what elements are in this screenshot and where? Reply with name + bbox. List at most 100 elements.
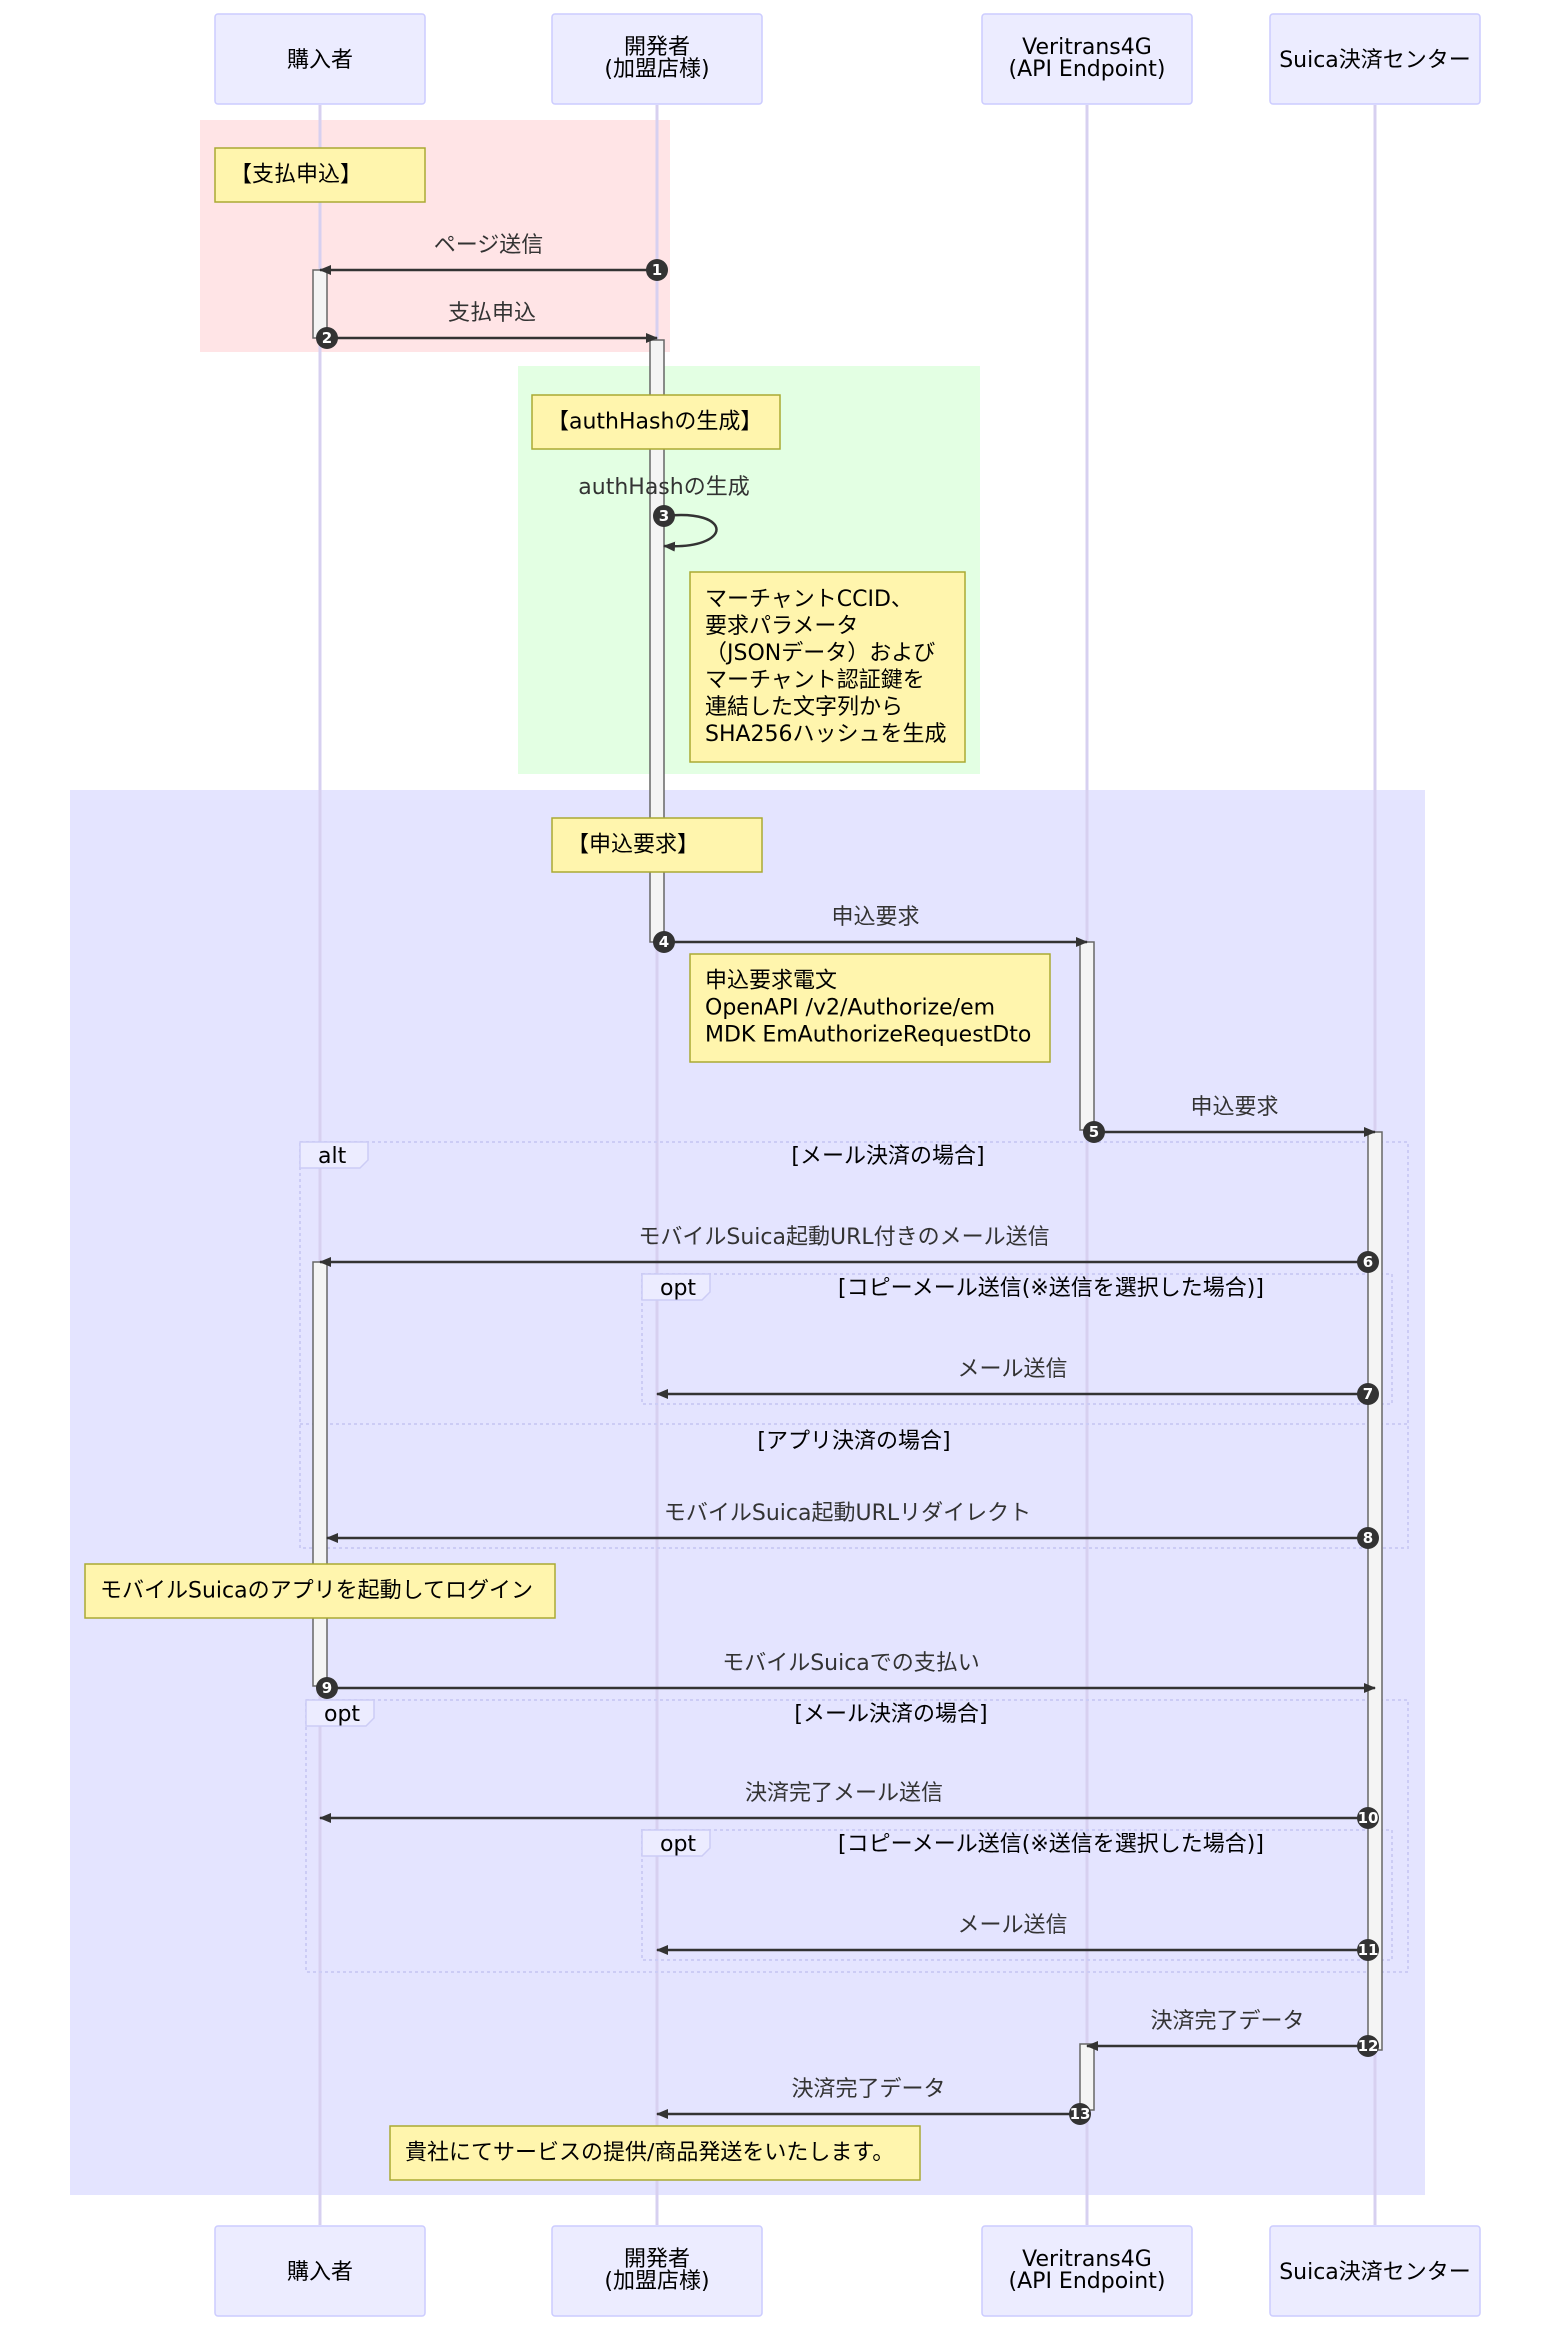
message-arrow [663, 513, 718, 552]
sequence-number-badge [1357, 1527, 1379, 1549]
note-text: マーチャント認証鍵を [705, 668, 925, 693]
frame-tag [641, 1829, 711, 1857]
frame-type-label: opt [660, 1276, 696, 1301]
actor-suica-bottom: Suica決済センター [1269, 2225, 1481, 2317]
sequence-number-badge [653, 931, 675, 953]
note-box [689, 571, 966, 763]
message-label: メール送信 [957, 1357, 1067, 1382]
note-login: モバイルSuicaのアプリを起動してログイン [84, 1563, 556, 1619]
message-label: 決済完了データ [1150, 2009, 1304, 2034]
note-box [551, 817, 763, 873]
frame-type-label: opt [324, 1702, 360, 1727]
frame-condition: [メール決済の場合] [794, 1702, 987, 1727]
note-box [531, 394, 781, 450]
sequence-number-badge [1357, 1251, 1379, 1273]
sequence-number: 3 [659, 507, 669, 525]
actor-box [551, 2225, 763, 2317]
actor-label: 購入者 [287, 48, 353, 73]
sequence-number: 5 [1089, 1123, 1099, 1141]
frame-opt1: opt [コピーメール送信(※送信を選択した場合)] [641, 1273, 1393, 1405]
message-label: モバイルSuica起動URL付きのメール送信 [638, 1225, 1049, 1250]
note-text: SHA256ハッシュを生成 [705, 722, 947, 747]
frame-condition: [メール決済の場合] [791, 1144, 984, 1169]
sequence-number: 8 [1363, 1529, 1373, 1547]
actor-label: 購入者 [287, 2260, 353, 2285]
note-hashinfo: マーチャントCCID、要求パラメータ（JSONデータ）およびマーチャント認証鍵を… [689, 571, 966, 763]
note-box [689, 953, 1051, 1063]
activation-buyer-4 [312, 1261, 328, 1687]
sequence-number-badge [1069, 2103, 1091, 2125]
actor-dev-top: 開発者(加盟店様) [551, 13, 763, 105]
note-box [389, 2125, 921, 2181]
note-text: MDK EmAuthorizeRequestDto [705, 1023, 1031, 1048]
sequence-number: 9 [322, 1679, 332, 1697]
actor-label: (API Endpoint) [1009, 57, 1166, 82]
note-text: 【申込要求】 [567, 833, 699, 858]
sequence-number: 13 [1070, 2105, 1091, 2123]
sequence-number: 7 [1363, 1385, 1373, 1403]
frame-border [305, 1699, 1409, 1973]
sequence-number: 10 [1358, 1809, 1379, 1827]
actor-box [1269, 2225, 1481, 2317]
actor-label: Veritrans4G [1022, 35, 1152, 60]
message-label: 支払申込 [448, 301, 536, 326]
frame-condition: [コピーメール送信(※送信を選択した場合)] [838, 1276, 1264, 1301]
note-box [84, 1563, 556, 1619]
frame-opt3: opt[コピーメール送信(※送信を選択した場合)] [641, 1829, 1393, 1961]
message-2: 支払申込 2 [316, 301, 658, 349]
sequence-number: 11 [1358, 1941, 1379, 1959]
actor-suica-top: Suica決済センター [1269, 13, 1481, 105]
actor-label: (API Endpoint) [1009, 2269, 1166, 2294]
actor-label: (加盟店様) [604, 2269, 709, 2294]
sequence-number: 1 [652, 261, 662, 279]
message-label: authHashの生成 [578, 475, 749, 500]
frame-alt1: alt[メール決済の場合][アプリ決済の場合] [299, 1141, 1409, 1549]
activation-vt-2 [1079, 941, 1095, 1131]
sequence-number-badge [1083, 1121, 1105, 1143]
sequence-number-badge [653, 505, 675, 527]
sequence-number: 12 [1358, 2037, 1379, 2055]
note-text: 連結した文字列から [705, 695, 903, 720]
note-sec3: 【申込要求】 [551, 817, 763, 873]
sequence-number-badge [646, 259, 668, 281]
message-3: authHashの生成 3 [578, 475, 750, 552]
note-sec2: 【authHashの生成】 [531, 394, 781, 450]
actor-label: Suica決済センター [1279, 2260, 1471, 2285]
note-text: 貴社にてサービスの提供/商品発送をいたします。 [405, 2141, 894, 2166]
message-11: メール送信 11 [656, 1913, 1379, 1961]
message-label: モバイルSuica起動URLリダイレクト [664, 1501, 1031, 1526]
note-text: 申込要求電文 [705, 969, 837, 994]
note-text: 【支払申込】 [230, 163, 362, 188]
actor-buyer-bottom: 購入者 [214, 2225, 426, 2317]
sequence-number-badge [316, 327, 338, 349]
actor-box [1269, 13, 1481, 105]
message-7: メール送信 7 [656, 1357, 1379, 1405]
message-8: モバイルSuica起動URLリダイレクト 8 [326, 1501, 1379, 1549]
frame-border [641, 1829, 1393, 1961]
sequence-number: 2 [322, 329, 332, 347]
actor-buyer-top: 購入者 [214, 13, 426, 105]
actor-label: 開発者 [624, 35, 690, 60]
activation-vt-5 [1079, 2043, 1095, 2111]
note-text: モバイルSuicaのアプリを起動してログイン [100, 1579, 533, 1604]
note-text: （JSONデータ）および [705, 641, 935, 666]
frame-border [641, 1273, 1393, 1405]
actor-vt-bottom: Veritrans4G(API Endpoint) [981, 2225, 1193, 2317]
actor-box [214, 13, 426, 105]
sequence-number: 4 [659, 933, 669, 951]
frame-opt2: opt [メール決済の場合] [305, 1699, 1409, 1973]
frame-tag [305, 1699, 375, 1727]
sequence-number-badge [1357, 1807, 1379, 1829]
actor-label: 開発者 [624, 2247, 690, 2272]
actor-box [551, 13, 763, 105]
frame-border [299, 1141, 1409, 1549]
message-label: メール送信 [957, 1913, 1067, 1938]
sequence-number-badge [1357, 2035, 1379, 2057]
frame-condition: [コピーメール送信(※送信を選択した場合)] [838, 1832, 1264, 1857]
